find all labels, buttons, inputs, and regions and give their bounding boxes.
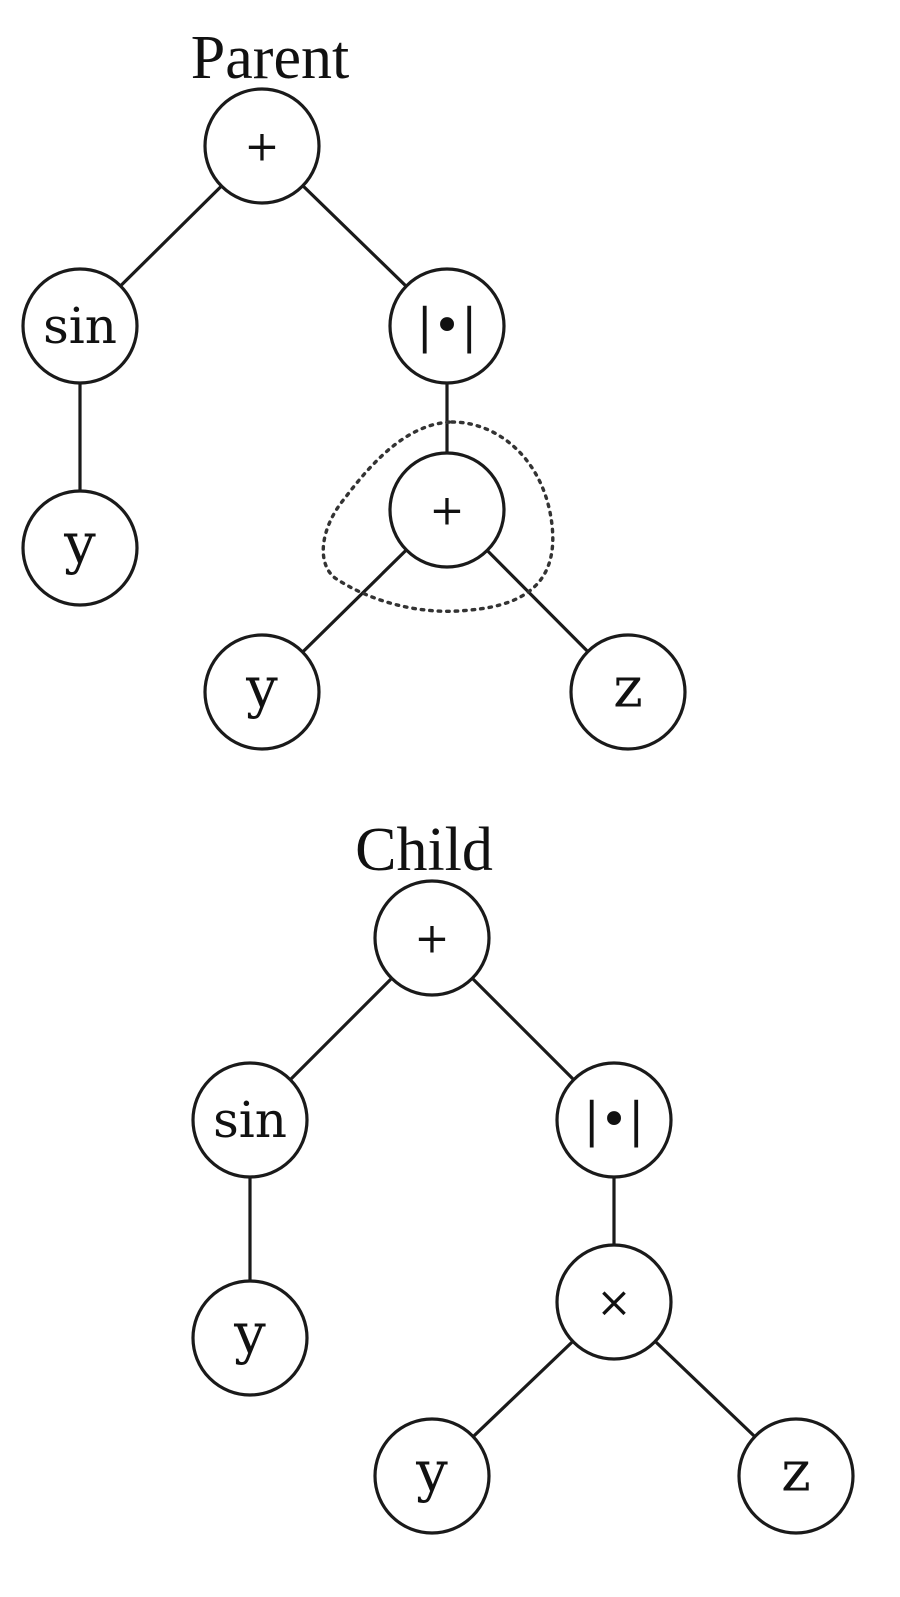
- child-node-z: z: [737, 1417, 855, 1535]
- child-node-y1: y: [191, 1279, 309, 1397]
- parent-node-circle: [203, 87, 321, 205]
- child-node-circle: [373, 1417, 491, 1535]
- child-node-label: ×: [596, 1278, 631, 1327]
- parent-node-circle: [21, 489, 139, 607]
- parent-node-label: z: [613, 656, 643, 721]
- parent-node-circle: [569, 633, 687, 751]
- child-node-label: |•|: [584, 1092, 645, 1148]
- child-node-label: z: [781, 1440, 811, 1505]
- parent-title: Parent: [191, 24, 349, 92]
- child-tree: Child + sin |•| y × y z: [191, 816, 855, 1535]
- child-node-circle: [191, 1061, 309, 1179]
- child-node-circle: [555, 1061, 673, 1179]
- child-node-label: y: [233, 1302, 266, 1367]
- parent-tree: Parent + sin |•| y + y z: [21, 24, 687, 751]
- child-node-circle: [555, 1243, 673, 1361]
- child-node-sin: sin: [191, 1061, 309, 1179]
- crossover-selection-outline: [321, 420, 555, 613]
- child-node-root: +: [373, 879, 491, 997]
- child-node-label: sin: [213, 1091, 287, 1149]
- parent-node-circle: [203, 633, 321, 751]
- child-node-label: y: [415, 1440, 448, 1505]
- parent-node-z: z: [569, 633, 687, 751]
- child-node-circle: [191, 1279, 309, 1397]
- child-node-circle: [737, 1417, 855, 1535]
- parent-node-label: y: [63, 512, 96, 577]
- child-title: Child: [355, 816, 493, 884]
- parent-node-root: +: [203, 87, 321, 205]
- parent-node-label: +: [429, 486, 464, 535]
- parent-node-circle: [21, 267, 139, 385]
- parent-node-sin: sin: [21, 267, 139, 385]
- child-nodes: + sin |•| y × y z: [191, 879, 855, 1535]
- child-node-circle: [373, 879, 491, 997]
- child-node-label: +: [414, 914, 449, 963]
- child-node-inner: ×: [555, 1243, 673, 1361]
- parent-node-label: y: [245, 656, 278, 721]
- child-node-y2: y: [373, 1417, 491, 1535]
- parent-nodes: + sin |•| y + y z: [21, 87, 687, 751]
- parent-node-circle: [388, 267, 506, 385]
- parent-node-abs: |•|: [388, 267, 506, 385]
- child-edges: [248, 936, 798, 1478]
- child-node-abs: |•|: [555, 1061, 673, 1179]
- parent-edges: [78, 144, 630, 694]
- parent-node-label: |•|: [417, 298, 478, 354]
- parent-node-inner: +: [388, 451, 506, 569]
- parent-node-circle: [388, 451, 506, 569]
- parent-node-label: sin: [43, 297, 117, 355]
- parent-node-y2: y: [203, 633, 321, 751]
- parent-node-label: +: [244, 122, 279, 171]
- parent-node-y1: y: [21, 489, 139, 607]
